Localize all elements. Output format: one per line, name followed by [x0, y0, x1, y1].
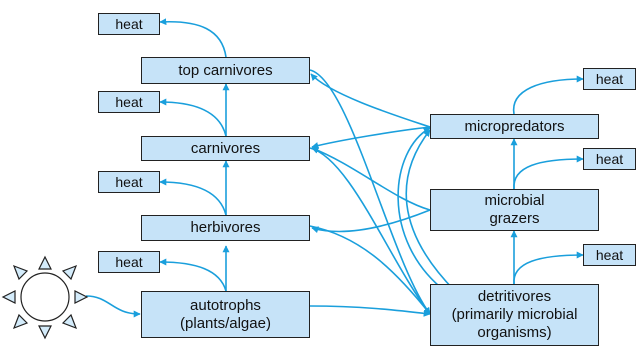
heat-box-herbivores: heat	[98, 171, 160, 193]
heat-label: heat	[115, 94, 143, 110]
carnivores-box: carnivores	[141, 136, 310, 161]
autotrophs-box: autotrophs (plants/algae)	[141, 291, 310, 338]
heat-label: heat	[115, 16, 143, 32]
heat-box-autotrophs: heat	[98, 251, 160, 273]
microbial-grazers-label: microbial grazers	[484, 192, 545, 227]
micropredators-label: micropredators	[464, 117, 565, 135]
heat-label: heat	[595, 247, 624, 263]
heat-box-top-carnivores: heat	[98, 13, 160, 35]
sun-icon	[1, 255, 89, 340]
heat-label: heat	[595, 71, 624, 87]
heat-box-carnivores: heat	[98, 91, 160, 113]
heat-box-detritivores: heat	[583, 244, 636, 266]
heat-label: heat	[115, 254, 143, 270]
herbivores-label: herbivores	[190, 219, 261, 236]
top-carnivores-label: top carnivores	[178, 61, 273, 79]
heat-box-microbial-grazers: heat	[583, 148, 636, 170]
heat-label: heat	[595, 151, 624, 167]
micropredators-box: micropredators	[430, 114, 599, 139]
detritivores-box: detritivores (primarily microbial organi…	[430, 284, 599, 346]
top-carnivores-box: top carnivores	[141, 57, 310, 84]
microbial-grazers-box: microbial grazers	[430, 189, 599, 231]
heat-box-micropredators: heat	[583, 68, 636, 90]
autotrophs-label: autotrophs (plants/algae)	[180, 296, 271, 332]
heat-label: heat	[115, 174, 143, 190]
herbivores-box: herbivores	[141, 215, 310, 241]
carnivores-label: carnivores	[190, 139, 261, 157]
detritivores-label: detritivores (primarily microbial organi…	[451, 288, 578, 341]
